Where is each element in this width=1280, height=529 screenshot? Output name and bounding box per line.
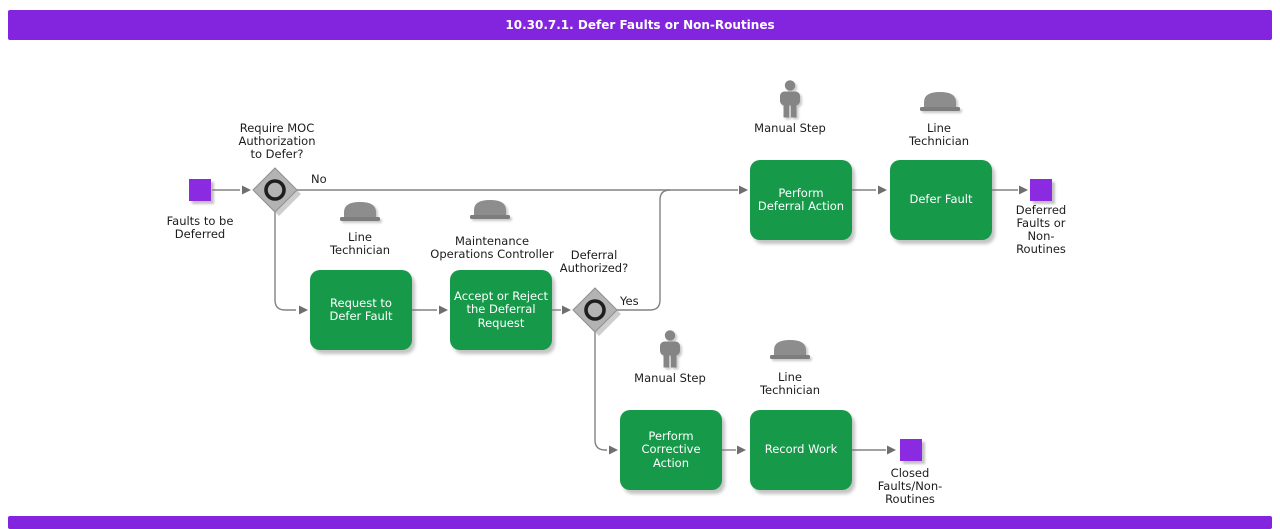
activity-request-to-defer-fault: Request to Defer Fault: [310, 270, 412, 350]
actor-label-line-technician-1: Line Technician: [908, 121, 970, 148]
person-icon: [660, 330, 680, 368]
end-node-deferred: [1030, 179, 1052, 201]
start-node-faults: [189, 179, 211, 201]
actor-label-maintenance-ops-controller: Maintenance Operations Controller: [430, 234, 554, 261]
decision-diamond-moc: [252, 167, 301, 216]
hat-icon: [770, 340, 810, 359]
edge-label-no: No: [311, 172, 327, 186]
diagram-title: 10.30.7.1. Defer Faults or Non-Routines: [505, 18, 775, 32]
person-icon: [780, 80, 800, 118]
end-node-closed: [900, 439, 922, 461]
activity-perform-corrective-action: Perform Corrective Action: [620, 410, 722, 490]
end-node-deferred-label: Deferred Faults or Non- Routines: [1015, 203, 1067, 256]
actor-label-manual-step-1: Manual Step: [754, 121, 826, 135]
actor-label-line-technician-2: Line Technician: [329, 230, 391, 257]
diagram-title-bar: 10.30.7.1. Defer Faults or Non-Routines: [8, 10, 1272, 40]
activity-defer-fault: Defer Fault: [890, 160, 992, 240]
activity-accept-or-reject: Accept or Reject the Deferral Request: [450, 270, 552, 350]
start-node-label: Faults to be Deferred: [166, 214, 234, 241]
decision-diamond-deferral: [572, 287, 621, 336]
actor-label-manual-step-2: Manual Step: [634, 371, 706, 385]
end-node-closed-label: Closed Faults/Non- Routines: [877, 466, 943, 506]
decision-moc-question: Require MOC Authorization to Defer?: [238, 121, 316, 161]
hat-icon: [920, 92, 960, 111]
decision-deferral-question: Deferral Authorized?: [559, 248, 629, 275]
hat-icon: [470, 200, 510, 219]
activity-record-work: Record Work: [750, 410, 852, 490]
diagram-footer-bar: [8, 516, 1272, 529]
edge-label-yes: Yes: [620, 294, 639, 308]
activity-perform-deferral-action: Perform Deferral Action: [750, 160, 852, 240]
hat-icon: [340, 202, 380, 221]
actor-label-line-technician-3: Line Technician: [759, 370, 821, 397]
